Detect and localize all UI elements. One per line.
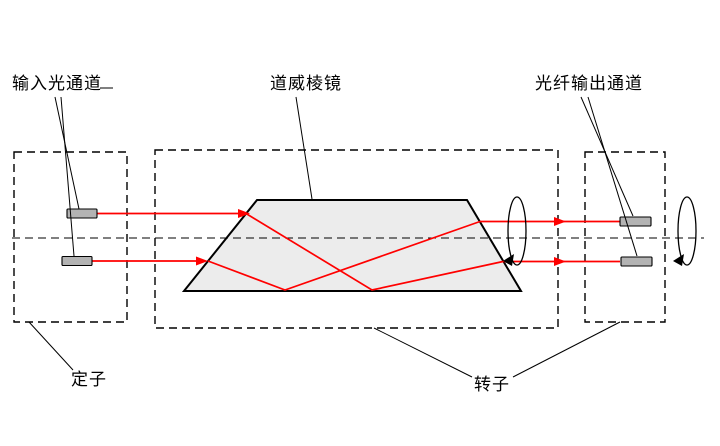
rotation-arrow-inner [507,196,527,266]
leader-output-bottom [587,96,638,257]
input-ray-bottom-arrowhead [196,256,208,266]
rotor-label: 转子 [474,375,510,394]
rotation-arrow-outer [677,196,697,266]
internal-ray-from-bottom-input [207,220,481,291]
output-ray-bottom-arrowhead [554,257,566,266]
stator-label: 定子 [71,370,107,389]
dove-prism-label: 道威棱镜 [270,74,342,93]
internal-ray-from-top-input [245,212,504,291]
leader-input-bottom [60,96,75,257]
output-fiber-connector-bottom [620,256,653,267]
input-ray-top-arrowhead [238,209,250,218]
input-channel-label: 输入光通道 [12,74,102,93]
leader-input-top [54,96,80,210]
rotation-arrow-outer-head [673,254,684,266]
leader-rotor-center [373,327,473,378]
leader-rotor-right [512,321,621,378]
output-fiber-connector-top [619,216,652,227]
leader-stator [28,321,74,371]
rotation-arrow-inner-head [503,254,514,266]
fiber-output-channel-label: 光纤输出通道 [535,74,643,93]
input-fiber-connector-top [66,208,98,219]
rotor-output-box [584,151,666,323]
input-fiber-connector-bottom [61,255,93,267]
leader-output-top [580,96,634,217]
output-ray-top-arrowhead [554,217,566,226]
leader-dove-prism [295,96,313,200]
stator-box [13,151,128,323]
rotor-prism-box [154,149,559,329]
